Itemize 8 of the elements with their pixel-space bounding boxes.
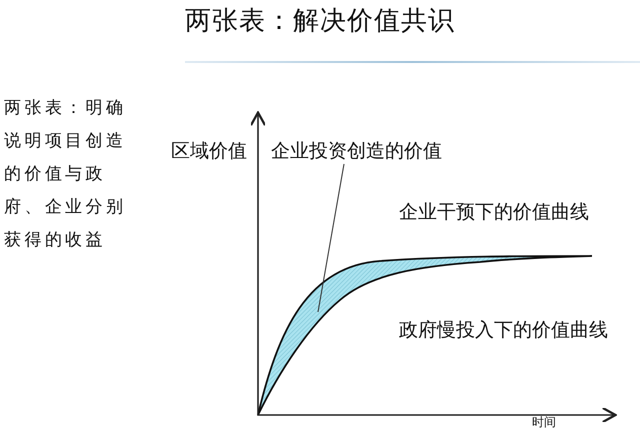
curve-callout-label: 企业投资创造的价值	[271, 140, 442, 163]
slide-title: 两张表：解决价值共识	[184, 5, 456, 38]
curve-label: 政府慢投入下的价值曲线	[399, 319, 608, 342]
leader-line	[318, 164, 344, 312]
side-note: 两张表：明确说明项目创造的价值与政府、企业分别获得的收益	[4, 97, 128, 252]
x-axis-label: 时间	[532, 415, 556, 430]
curve-label: 企业干预下的价值曲线	[399, 201, 589, 224]
y-axis-label: 区域价值	[171, 140, 247, 163]
